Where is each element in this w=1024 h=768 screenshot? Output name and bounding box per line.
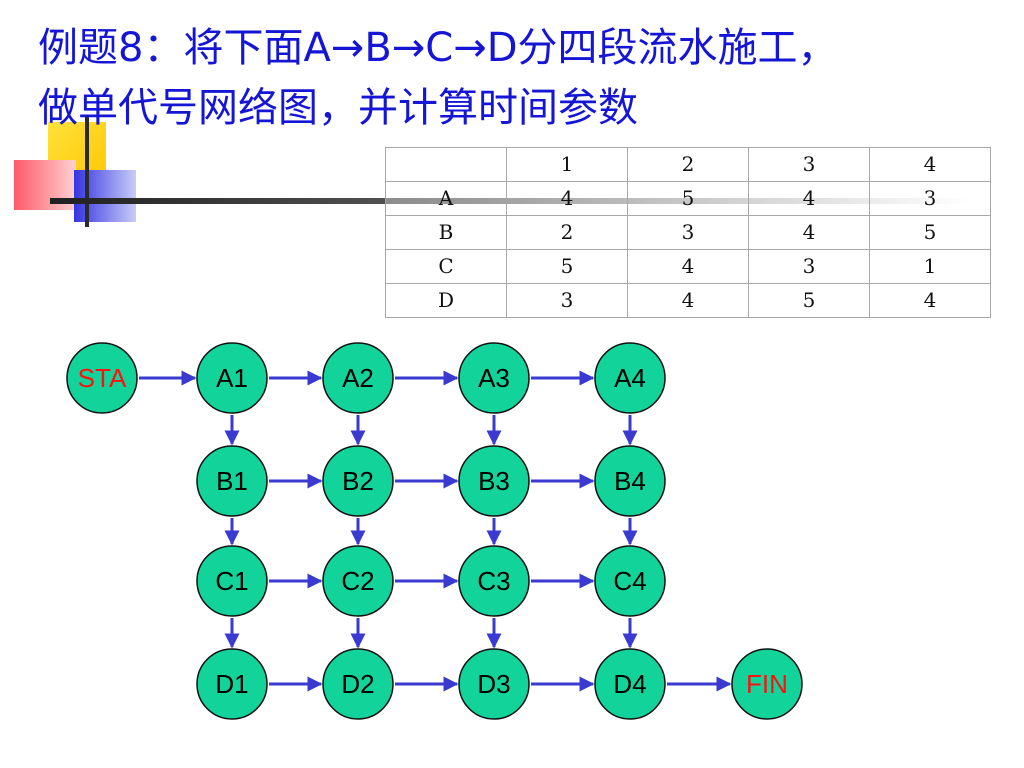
table-header-cell: 4 <box>869 147 991 182</box>
node-label: D2 <box>341 669 374 699</box>
node-circle <box>594 342 666 414</box>
node-label: C3 <box>477 566 510 596</box>
table-header-cell: 2 <box>627 147 749 182</box>
node-circle <box>731 648 803 720</box>
node-b4: B4 <box>594 445 666 517</box>
table-cell: 5 <box>506 249 628 284</box>
node-label: B4 <box>614 466 646 496</box>
node-label: B1 <box>216 466 248 496</box>
table-row: A 4 5 4 3 <box>385 181 991 216</box>
node-start: STA <box>66 342 138 414</box>
node-label: D1 <box>215 669 248 699</box>
node-c1: C1 <box>196 545 268 617</box>
table-cell: 4 <box>869 283 991 318</box>
node-label: C1 <box>215 566 248 596</box>
node-label: D3 <box>477 669 510 699</box>
node-circle <box>322 445 394 517</box>
node-circle <box>66 342 138 414</box>
node-circle <box>594 648 666 720</box>
table-header-cell: 3 <box>748 147 870 182</box>
node-b3: B3 <box>458 445 530 517</box>
node-circle <box>594 445 666 517</box>
node-d4: D4 <box>594 648 666 720</box>
node-a3: A3 <box>458 342 530 414</box>
slide-title-line-2: 做单代号网络图，并计算时间参数 <box>38 85 638 131</box>
node-b1: B1 <box>196 445 268 517</box>
node-label: STA <box>78 363 127 393</box>
table-row: D 3 4 5 4 <box>385 283 991 318</box>
node-label: A3 <box>478 363 510 393</box>
node-d3: D3 <box>458 648 530 720</box>
decorative-blue-square <box>74 170 136 222</box>
node-d2: D2 <box>322 648 394 720</box>
node-label: A2 <box>342 363 374 393</box>
node-label: B3 <box>478 466 510 496</box>
table-cell: 5 <box>748 283 870 318</box>
node-circle <box>196 445 268 517</box>
table-row-label: D <box>385 283 507 318</box>
node-finish: FIN <box>731 648 803 720</box>
node-a1: A1 <box>196 342 268 414</box>
node-circle <box>322 648 394 720</box>
table-cell: 4 <box>627 283 749 318</box>
node-label: A1 <box>216 363 248 393</box>
table-cell: 5 <box>869 215 991 250</box>
duration-table: 1 2 3 4 A 4 5 4 3 B 2 3 4 5 C 5 <box>385 147 991 318</box>
node-circle <box>196 342 268 414</box>
table-row-label: B <box>385 215 507 250</box>
node-circle <box>594 545 666 617</box>
node-d1: D1 <box>196 648 268 720</box>
node-c4: C4 <box>594 545 666 617</box>
slide-title-line-1: 例题8：将下面A→B→C→D分四段流水施工， <box>38 25 838 71</box>
node-label: FIN <box>746 669 788 699</box>
node-label: A4 <box>614 363 646 393</box>
node-label: C2 <box>341 566 374 596</box>
node-circle <box>196 545 268 617</box>
table-cell: 3 <box>627 215 749 250</box>
table-header-cell <box>385 147 507 182</box>
node-circle <box>458 545 530 617</box>
node-circle <box>322 545 394 617</box>
table-cell: 4 <box>748 215 870 250</box>
table-row: C 5 4 3 1 <box>385 249 991 284</box>
table-header-cell: 1 <box>506 147 628 182</box>
node-label: D4 <box>613 669 646 699</box>
table-header-row: 1 2 3 4 <box>385 147 991 182</box>
node-label: B2 <box>342 466 374 496</box>
node-b2: B2 <box>322 445 394 517</box>
node-label: C4 <box>613 566 646 596</box>
node-a4: A4 <box>594 342 666 414</box>
node-circle <box>458 342 530 414</box>
node-a2: A2 <box>322 342 394 414</box>
table-row: B 2 3 4 5 <box>385 215 991 250</box>
table-cell: 3 <box>869 181 991 216</box>
decorative-vertical-line <box>85 115 89 227</box>
node-circle <box>196 648 268 720</box>
node-circle <box>322 342 394 414</box>
table-cell: 4 <box>748 181 870 216</box>
table-row-label: C <box>385 249 507 284</box>
node-c3: C3 <box>458 545 530 617</box>
node-c2: C2 <box>322 545 394 617</box>
node-circle <box>458 445 530 517</box>
node-circle <box>458 648 530 720</box>
